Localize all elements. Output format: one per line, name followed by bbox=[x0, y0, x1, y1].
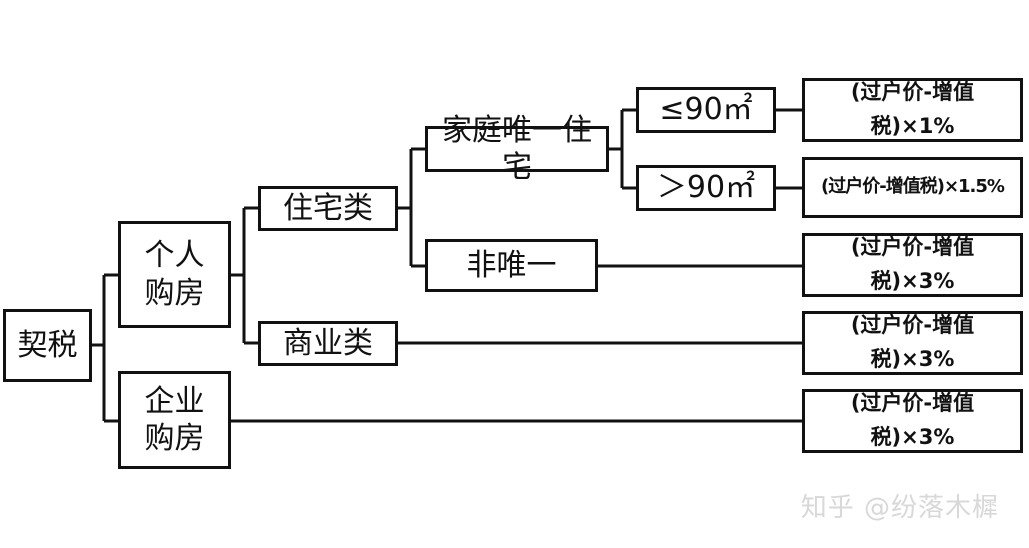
connector-residential-bracket bbox=[398, 147, 425, 268]
only-home-label: 家庭唯一住宅 bbox=[442, 112, 592, 186]
non-only-label: 非唯一 bbox=[466, 247, 557, 283]
result-small-area: (过户价-增值 税)×1% bbox=[802, 78, 1023, 142]
commercial-label: 商业类 bbox=[283, 325, 373, 361]
result-large-area: (过户价-增值税)×1.5% bbox=[802, 157, 1023, 218]
connector-individual-bracket bbox=[231, 206, 258, 345]
enterprise-label-line2: 购房 bbox=[144, 421, 205, 456]
result-small-area-line2: 税)×1% bbox=[870, 114, 955, 138]
residential-node: 住宅类 bbox=[258, 186, 398, 231]
residential-label: 住宅类 bbox=[283, 190, 373, 226]
result-small-area-line1: (过户价-增值 bbox=[850, 80, 975, 105]
result-non-only-line2: 税)×3% bbox=[870, 269, 955, 293]
enterprise-label-line1: 企业 bbox=[144, 383, 205, 419]
individual-label-line2: 购房 bbox=[144, 275, 205, 311]
root-node-deed-tax: 契税 bbox=[3, 309, 92, 382]
enterprise-purchase-node: 企业 购房 bbox=[118, 371, 231, 469]
result-non-only-line1: (过户价-增值 bbox=[850, 235, 975, 260]
small-area-node: ≤90㎡ bbox=[636, 87, 776, 133]
result-large-area-line1: (过户价-增值税)×1.5% bbox=[821, 176, 1005, 198]
result-non-only: (过户价-增值 税)×3% bbox=[802, 233, 1023, 297]
connector-onlyhome-bracket bbox=[609, 108, 636, 190]
connector-root-bracket bbox=[92, 273, 118, 423]
individual-purchase-node: 个人 购房 bbox=[118, 221, 231, 328]
result-commercial: (过户价-增值 税)×3% bbox=[802, 311, 1023, 375]
large-area-label: ＞90㎡ bbox=[656, 170, 756, 206]
individual-label-line1: 个人 bbox=[144, 238, 205, 273]
result-commercial-line1: (过户价-增值 bbox=[850, 313, 975, 338]
root-label: 契税 bbox=[17, 327, 78, 363]
result-enterprise: (过户价-增值 税)×3% bbox=[802, 389, 1023, 453]
small-area-label: ≤90㎡ bbox=[659, 92, 753, 128]
large-area-node: ＞90㎡ bbox=[636, 165, 776, 211]
result-enterprise-line1: (过户价-增值 bbox=[850, 391, 975, 416]
non-only-node: 非唯一 bbox=[425, 239, 598, 292]
only-home-node: 家庭唯一住宅 bbox=[425, 113, 609, 185]
result-commercial-line2: 税)×3% bbox=[870, 347, 955, 371]
result-enterprise-line2: 税)×3% bbox=[870, 425, 955, 449]
watermark-text: 知乎 @纷落木樨 bbox=[800, 493, 999, 523]
commercial-node: 商业类 bbox=[258, 321, 398, 366]
